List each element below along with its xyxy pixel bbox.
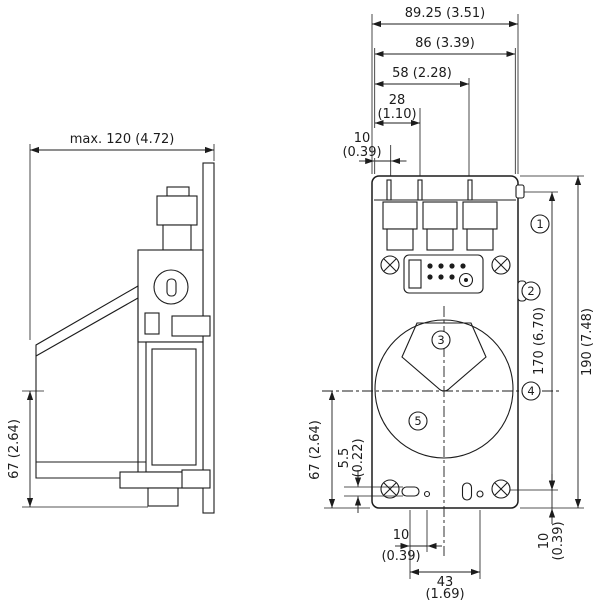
cable-gland-2 bbox=[422, 201, 458, 251]
actuator-head-side bbox=[35, 285, 146, 479]
callout-5-label: 5 bbox=[414, 414, 421, 428]
actuator-entry-cover bbox=[401, 322, 487, 392]
dim-front-axis-height: 67 (2.64) bbox=[308, 420, 323, 480]
top-pin-1 bbox=[386, 179, 392, 201]
dim-overall-width: 89.25 (3.51) bbox=[405, 6, 485, 21]
dim-hole-bottom-in: (0.39) bbox=[551, 521, 566, 560]
lock-cylinder-icon bbox=[153, 269, 189, 305]
side-view bbox=[35, 162, 215, 514]
dim-gland1-offset-mm: 10 bbox=[354, 131, 371, 146]
screw-bottom-left-icon bbox=[380, 479, 400, 499]
dim-gland2-offset-mm: 28 bbox=[389, 93, 406, 108]
cable-gland-side bbox=[156, 186, 198, 251]
callout-4: 4 bbox=[521, 381, 541, 401]
dim-housing-width: 86 (3.39) bbox=[415, 36, 475, 51]
callout-5: 5 bbox=[408, 411, 428, 431]
cable-gland-3 bbox=[462, 201, 498, 251]
callouts: 1 2 3 4 5 bbox=[408, 214, 550, 431]
label-area-side bbox=[151, 348, 197, 466]
top-pin-3 bbox=[467, 179, 473, 201]
cable-gland-1 bbox=[382, 201, 418, 251]
screw-top-right-icon bbox=[491, 255, 511, 275]
led-indicator-panel bbox=[403, 254, 484, 294]
dim-side-axis-height: 67 (2.64) bbox=[7, 419, 22, 479]
sensor-dot-icon bbox=[458, 272, 474, 288]
callout-1-label: 1 bbox=[536, 217, 543, 231]
dim-gland1-offset-in: (0.39) bbox=[342, 145, 381, 160]
dim-hole-spacing: 170 (6.70) bbox=[532, 307, 547, 375]
dim-slot-offset-in: (0.39) bbox=[381, 549, 420, 564]
dim-gland3-offset: 58 (2.28) bbox=[392, 66, 452, 81]
dim-slot-offset-mm: 10 bbox=[393, 528, 410, 543]
screw-top-left-icon bbox=[380, 255, 400, 275]
housing-lower-side bbox=[145, 341, 204, 473]
dim-side-depth: max. 120 (4.72) bbox=[70, 132, 175, 147]
mounting-slot-right bbox=[461, 482, 473, 501]
dim-slot-width-mm: 5.5 bbox=[337, 448, 352, 469]
mounting-bracket-section bbox=[171, 315, 211, 337]
screw-bottom-right-icon bbox=[491, 479, 511, 499]
callout-3-label: 3 bbox=[437, 333, 444, 347]
mounting-plate bbox=[202, 162, 215, 514]
top-mounting-tab bbox=[515, 184, 525, 199]
bottom-hole-right bbox=[476, 490, 484, 498]
dim-slot-spacing-mm: 43 bbox=[437, 575, 454, 590]
dim-hole-bottom-mm: 10 bbox=[537, 533, 552, 550]
callout-3: 3 bbox=[431, 330, 451, 350]
bottom-hole-small bbox=[423, 490, 431, 498]
callout-1: 1 bbox=[530, 214, 550, 234]
callout-2: 2 bbox=[521, 281, 541, 301]
indicator-window bbox=[408, 259, 422, 289]
dim-overall-height: 190 (7.48) bbox=[580, 308, 595, 376]
release-button-side bbox=[144, 312, 160, 335]
top-pin-2 bbox=[417, 179, 423, 201]
callout-2-label: 2 bbox=[527, 284, 534, 298]
dim-slot-width-in: (0.22) bbox=[351, 438, 366, 477]
base-bracket-section bbox=[181, 469, 211, 489]
dimension-annotations: max. 120 (4.72) 67 (2.64) 89.25 (3.51) 8… bbox=[7, 6, 595, 600]
callout-4-label: 4 bbox=[527, 384, 534, 398]
dim-slot-spacing-in: (1.69) bbox=[425, 587, 464, 600]
mounting-slot-left bbox=[401, 486, 420, 497]
base-foot-side bbox=[147, 487, 179, 507]
dim-gland2-offset-in: (1.10) bbox=[377, 107, 416, 122]
